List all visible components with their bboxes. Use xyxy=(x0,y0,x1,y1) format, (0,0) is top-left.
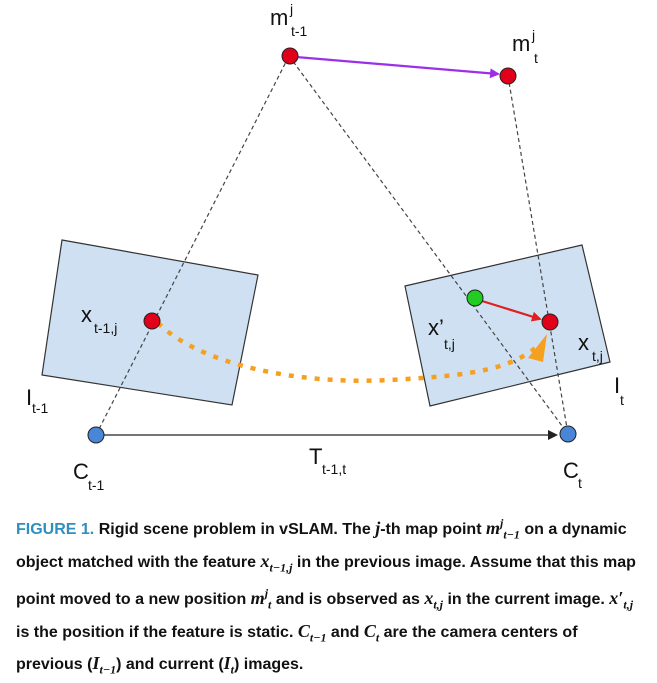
feature-displacement-arrow xyxy=(481,299,542,322)
caption-text: is the position if the feature is static… xyxy=(16,623,294,641)
svg-text:m: m xyxy=(512,31,530,56)
svg-text:I: I xyxy=(614,373,620,398)
caption-text: on a dynamic object matched with the fea… xyxy=(16,521,627,571)
svg-text:t-1: t-1 xyxy=(32,400,49,416)
map-point-motion-arrow xyxy=(295,55,500,79)
svg-text:I: I xyxy=(26,385,32,410)
svg-text:t: t xyxy=(578,475,582,491)
feature-prev xyxy=(143,312,161,330)
svg-text:j: j xyxy=(289,1,293,17)
camera-center-curr xyxy=(559,425,577,443)
label-I-curr: I t xyxy=(614,373,624,408)
label-T: T t-1,t xyxy=(309,444,346,477)
svg-text:T: T xyxy=(309,444,322,469)
figure-number: FIGURE 1. xyxy=(16,521,95,538)
caption-text: ) images. xyxy=(234,656,304,674)
svg-text:C: C xyxy=(563,458,579,483)
svg-text:j: j xyxy=(531,27,535,43)
caption-math: Ct xyxy=(363,620,380,645)
caption-math: It−1 xyxy=(92,653,117,677)
current-image-plane xyxy=(404,244,611,407)
caption-text: -th map point xyxy=(380,521,482,538)
svg-text:t,j: t,j xyxy=(592,348,603,364)
svg-text:t-1,j: t-1,j xyxy=(94,320,117,336)
map-point-prev xyxy=(281,47,299,65)
svg-text:C: C xyxy=(73,459,89,484)
caption-text: in the current image. xyxy=(447,591,605,609)
figure-caption: FIGURE 1. Rigid scene problem in vSLAM. … xyxy=(16,510,646,683)
svg-text:t,j: t,j xyxy=(444,336,455,352)
label-C-prev: C t-1 xyxy=(73,459,105,493)
caption-math: x′t,j xyxy=(609,588,634,612)
caption-math: xt−1,j xyxy=(260,550,293,575)
svg-text:t-1: t-1 xyxy=(88,477,105,493)
svg-text:x: x xyxy=(578,330,589,355)
caption-text: ) and current ( xyxy=(116,656,224,674)
caption-math: mjt−1 xyxy=(485,516,520,542)
label-m-curr: m j t xyxy=(512,27,538,66)
label-m-prev: m j t-1 xyxy=(270,1,308,39)
camera-center-prev xyxy=(87,426,105,444)
caption-math: mjt xyxy=(250,586,272,612)
caption-math: j xyxy=(375,518,381,538)
label-x-static: x’ t,j xyxy=(428,315,455,352)
caption-math: It xyxy=(223,653,235,677)
caption-math: Ct−1 xyxy=(297,620,327,645)
svg-text:t-1,t: t-1,t xyxy=(322,461,346,477)
svg-text:t: t xyxy=(620,392,624,408)
label-C-curr: C t xyxy=(563,458,582,491)
svg-text:t: t xyxy=(534,50,538,66)
feature-curr xyxy=(541,313,559,331)
caption-math: xt,j xyxy=(424,588,444,612)
feature-static xyxy=(466,289,484,307)
label-I-prev: I t-1 xyxy=(26,385,49,416)
caption-text: in the previous image. Assume that this … xyxy=(16,553,636,609)
svg-text:x’: x’ xyxy=(428,315,444,340)
caption-text: and is observed as xyxy=(275,591,420,609)
caption-text: and xyxy=(330,623,360,641)
feature-track-arrow xyxy=(156,321,542,383)
caption-text: Rigid scene problem in vSLAM. The xyxy=(98,521,371,538)
map-point-curr xyxy=(499,67,517,85)
svg-text:x: x xyxy=(81,302,92,327)
svg-text:m: m xyxy=(270,5,288,30)
track-arrowhead xyxy=(528,334,547,362)
vslam-diagram: m j t-1 m j t x t-1,j x’ t,j x t,j I t-1… xyxy=(26,1,624,493)
label-x-prev: x t-1,j xyxy=(81,302,117,336)
svg-text:t-1: t-1 xyxy=(291,23,308,39)
label-x-curr: x t,j xyxy=(578,330,603,364)
projection-rays xyxy=(95,55,569,436)
